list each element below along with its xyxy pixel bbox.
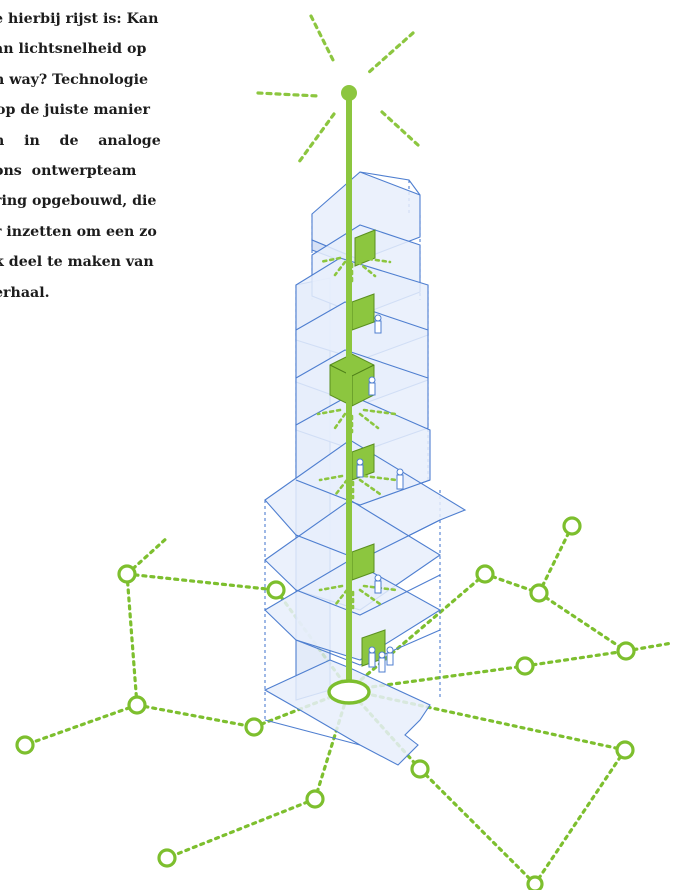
- text-line-7: ring opgebouwd, die: [0, 193, 157, 210]
- person-icon: [396, 468, 404, 490]
- network-node: [15, 735, 35, 755]
- text-line-9: k deel te maken van: [0, 254, 154, 271]
- network-link: [533, 748, 627, 886]
- person-icon: [368, 646, 376, 668]
- person-icon: [374, 574, 382, 594]
- network-link: [523, 649, 628, 668]
- network-link: [537, 591, 628, 653]
- floor-outlines: [264, 479, 441, 746]
- text-line-5: n in de analoge: [0, 132, 161, 149]
- network-node: [244, 717, 264, 737]
- text-line-4: op de juiste manier: [0, 102, 150, 119]
- network-node: [475, 564, 495, 584]
- network-node: [305, 789, 325, 809]
- sun-burst-icon: [256, 14, 420, 164]
- network-node: [157, 848, 177, 868]
- person-icon: [368, 376, 376, 396]
- text-line-6: ons ontwerpteam: [0, 163, 137, 180]
- network-node: [562, 516, 582, 536]
- network-link: [135, 703, 256, 729]
- network-link: [125, 572, 139, 707]
- network-link: [537, 524, 574, 595]
- network-node: [266, 580, 286, 600]
- network-nodes: [15, 516, 636, 890]
- screen-panel: [354, 229, 376, 267]
- text-line-2: an lichtsnelheid op: [0, 41, 147, 58]
- network-link: [23, 703, 139, 747]
- network-link: [165, 797, 317, 860]
- person-icon: [356, 458, 364, 478]
- network-node: [615, 740, 635, 760]
- pole-base-ring: [327, 679, 371, 705]
- floor-9: [264, 559, 442, 661]
- network-link: [347, 572, 487, 692]
- text-line-10: erhaal.: [0, 284, 50, 301]
- network-link: [418, 767, 537, 886]
- network-node: [410, 759, 430, 779]
- text-line-1: e hierbij rijst is: Kan: [0, 11, 159, 27]
- network-node: [529, 583, 549, 603]
- text-line-3: h way? Technologie: [0, 71, 149, 88]
- intro-text: e hierbij rijst is: Kan an lichtsnelheid…: [0, 4, 220, 308]
- person-icon: [374, 314, 382, 334]
- network-node: [616, 641, 636, 661]
- pole-top-node: [341, 85, 357, 101]
- person-icon: [378, 651, 386, 673]
- network-node: [515, 656, 535, 676]
- floor-base: [263, 659, 431, 766]
- person-icon: [386, 646, 394, 666]
- text-line-8: r inzetten om een zo: [0, 223, 157, 240]
- network-node: [526, 875, 544, 890]
- network-node: [117, 564, 137, 584]
- tower: [263, 171, 467, 766]
- network-node: [127, 695, 147, 715]
- network-link: [347, 664, 527, 692]
- network-link: [125, 572, 278, 592]
- people: [356, 314, 404, 673]
- central-pole: [327, 85, 371, 705]
